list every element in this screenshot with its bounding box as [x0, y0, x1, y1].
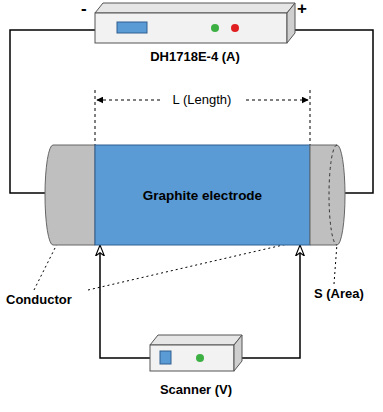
device-label: DH1718E-4 (A) [150, 49, 240, 64]
probe-wire [100, 245, 150, 358]
power-supply: DH1718E-4 (A) [95, 3, 295, 71]
graphite-electrode: Graphite electrode [45, 145, 345, 245]
length-dimension [95, 90, 310, 145]
part-label: S (Area) [314, 286, 364, 302]
part-label: Conductor [6, 292, 72, 308]
body-label: Graphite electrode [95, 188, 310, 203]
probe-wire [242, 245, 300, 358]
device-label: Scanner (V) [160, 382, 232, 397]
dimension-label: L (Length) [170, 92, 235, 108]
terminal-sign: - [81, 1, 87, 17]
scanner-device: Scanner (V) [150, 333, 242, 408]
terminal-sign: + [297, 1, 307, 17]
